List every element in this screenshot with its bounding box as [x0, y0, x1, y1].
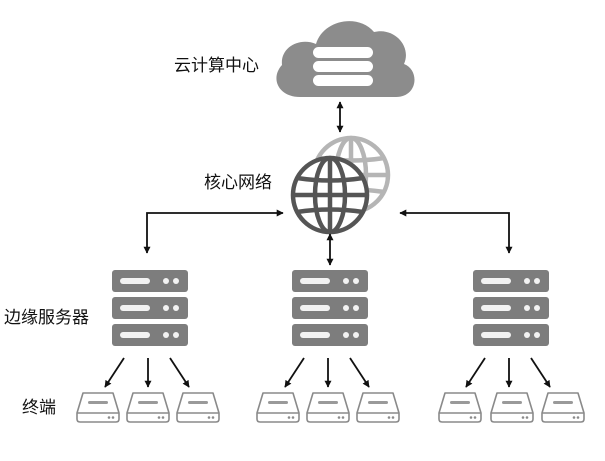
- core-left-server-arrow: [143, 209, 284, 254]
- terminal-icon: [256, 392, 300, 423]
- cloud-center-label: 云计算中心: [174, 56, 259, 76]
- server-icon: [473, 270, 549, 346]
- terminal-icon: [356, 392, 400, 423]
- core-network-label: 核心网络: [204, 173, 272, 193]
- terminal-icon: [490, 392, 534, 423]
- globe-icon: [293, 138, 388, 232]
- cloud-icon: [276, 21, 415, 97]
- server-icon: [292, 270, 368, 346]
- edge-server-label: 边缘服务器: [4, 308, 89, 328]
- terminal-icon: [76, 392, 120, 423]
- terminal-icon: [176, 392, 220, 423]
- terminal-icon: [438, 392, 482, 423]
- server-terminal-arrows: [104, 357, 551, 388]
- terminal-icon: [306, 392, 350, 423]
- server-icon: [112, 270, 188, 346]
- terminal-label: 终端: [22, 398, 56, 418]
- terminal-icon: [541, 392, 585, 423]
- terminal-icon: [126, 392, 170, 423]
- core-right-server-arrow: [399, 209, 513, 254]
